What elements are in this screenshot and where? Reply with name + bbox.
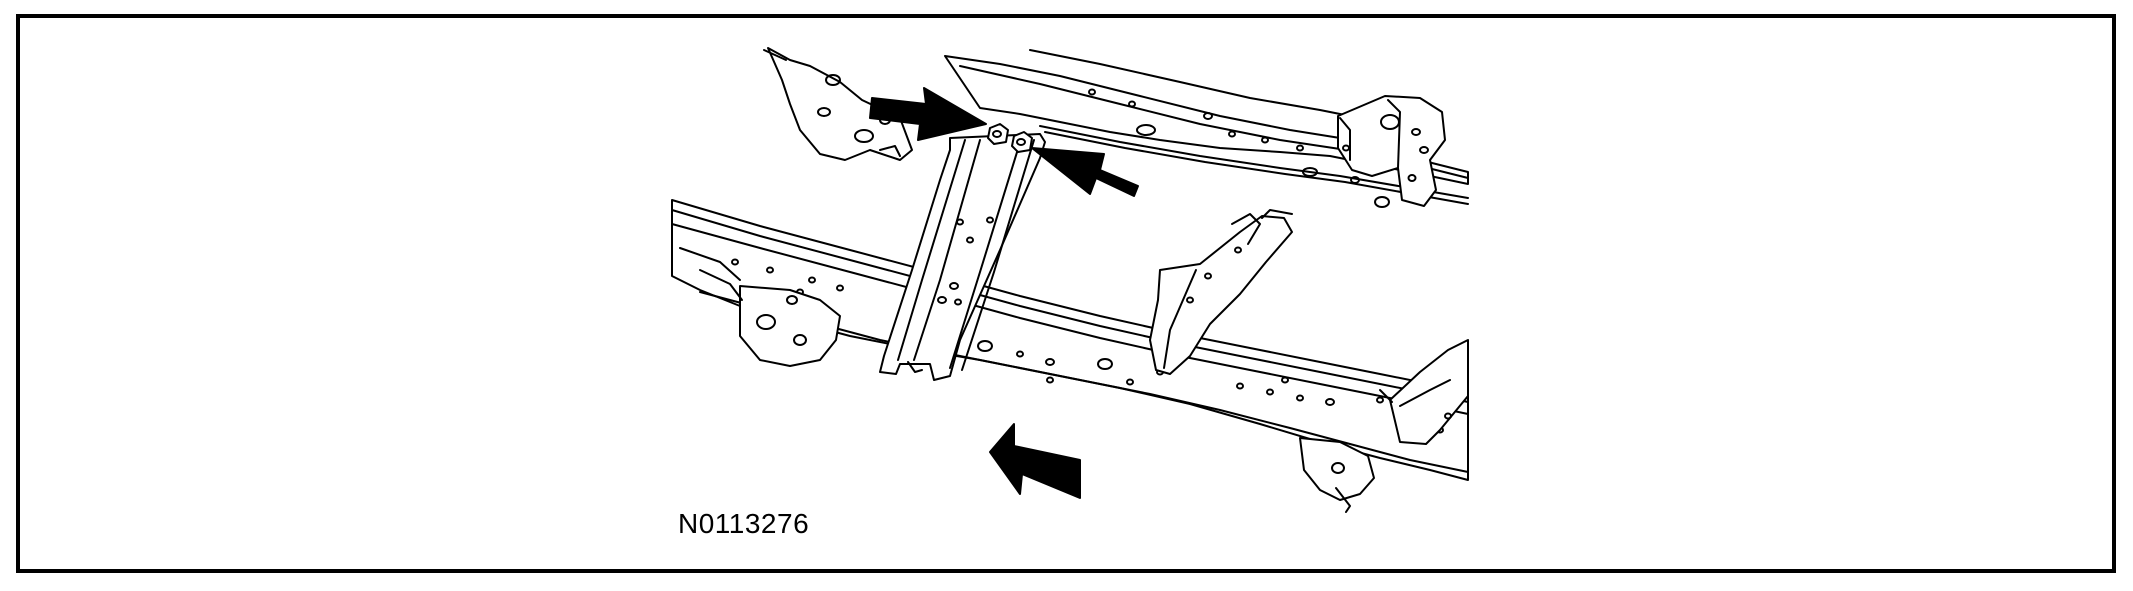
bolt-left xyxy=(987,123,1009,145)
lower-left-hanger xyxy=(679,247,841,367)
lower-right-hanger xyxy=(1299,437,1375,513)
bolt-right xyxy=(1011,131,1033,153)
arrow-upper-right xyxy=(1031,147,1139,197)
upper-right-mount-bracket xyxy=(1337,95,1446,207)
right-rail-end xyxy=(1379,339,1469,445)
figure-id-label: N0113276 xyxy=(678,508,810,539)
arrow-forward-direction xyxy=(989,423,1081,499)
middle-crossmember xyxy=(1149,209,1293,375)
arrow-upper-left xyxy=(869,87,987,141)
crossmember xyxy=(879,133,1046,381)
upper-frame-rail xyxy=(944,49,1469,208)
